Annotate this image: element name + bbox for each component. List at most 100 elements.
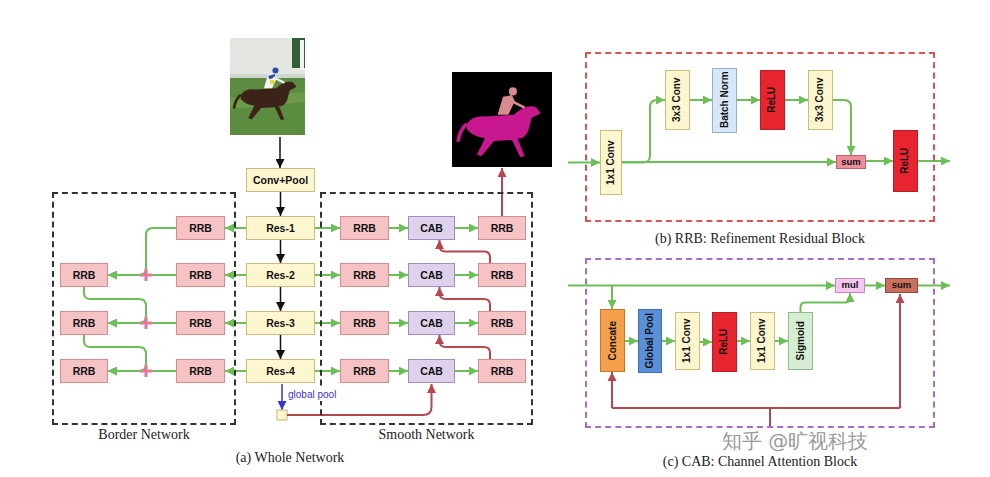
block-box: 3x3 Conv [808, 70, 833, 130]
block-box: RRB [176, 359, 225, 383]
connector [389, 370, 408, 372]
block-label: RRB [353, 365, 376, 377]
block-box: 1x1 Conv [600, 130, 622, 195]
block-box: CAB [408, 216, 455, 240]
block-box: Res-4 [246, 359, 315, 383]
block-box: CAB [408, 263, 455, 287]
block-box: RRB [176, 216, 225, 240]
connector [440, 240, 491, 263]
block-label: 1x1 Conv [605, 140, 617, 184]
cab-low-branch [611, 372, 613, 408]
block-box: RRB [478, 311, 526, 335]
block-label: Sigmoid [795, 321, 807, 360]
connector [389, 274, 408, 276]
block-box: RRB [340, 311, 389, 335]
block-label: ReLU [719, 329, 731, 355]
connector [455, 322, 478, 324]
connector [389, 322, 408, 324]
connector [700, 341, 712, 343]
block-label: mul [842, 280, 859, 291]
block-box: 1x1 Conv [675, 312, 700, 370]
block-box: Concate [600, 309, 625, 372]
operation-note: global pool [286, 389, 338, 401]
block-box: RRB [340, 263, 389, 287]
connector [455, 370, 478, 372]
block-box: ReLU [893, 130, 918, 192]
connector [108, 228, 176, 275]
cab-low-input [612, 408, 900, 428]
block-box: sum [885, 278, 918, 293]
panel-caption: (a) Whole Network [236, 450, 345, 466]
panel-heading: (b) RRB: Refinement Residual Block [527, 231, 990, 247]
dashed-panel: Border NetworkRRBRRBRRBRRBRRBRRBRRB [52, 192, 236, 425]
connector [315, 227, 340, 229]
block-label: Res-3 [266, 317, 295, 329]
connector [737, 99, 760, 101]
block-box: Batch Norm [712, 68, 737, 133]
block-label: CAB [420, 365, 443, 377]
block-box: mul [835, 278, 865, 293]
input-arrow [279, 137, 281, 168]
connector [455, 274, 478, 276]
dashed-panel: (c) CAB: Channel Attention BlockConcateG… [585, 258, 935, 428]
block-box: 3x3 Conv [665, 70, 690, 130]
panel-heading: Smooth Network [262, 427, 591, 443]
connector [865, 285, 885, 287]
block-label: CAB [420, 269, 443, 281]
connector [280, 287, 282, 311]
pool-to-cab [287, 384, 432, 415]
connector [622, 161, 836, 163]
connector [833, 100, 851, 155]
panel-heading: Border Network [0, 427, 294, 443]
block-label: Concate [607, 321, 619, 360]
block-label: Conv+Pool [253, 174, 308, 186]
block-label: RRB [353, 317, 376, 329]
block-label: sum [841, 157, 861, 168]
block-box: RRB [478, 359, 526, 383]
block-label: RRB [353, 269, 376, 281]
connector [455, 227, 478, 229]
block-label: RRB [73, 269, 96, 281]
connector [389, 227, 408, 229]
block-label: ReLU [767, 87, 779, 113]
block-box: RRB [478, 216, 526, 240]
connector [440, 287, 491, 311]
block-label: RRB [353, 222, 376, 234]
block-box: RRB [340, 216, 389, 240]
cab-input [568, 285, 835, 287]
connector [622, 100, 665, 163]
connector [737, 340, 750, 342]
block-label: 1x1 Conv [757, 319, 769, 363]
block-box: Sigmoid [788, 312, 813, 370]
connector [775, 340, 788, 342]
connector [801, 293, 851, 312]
block-label: Res-1 [266, 222, 295, 234]
block-label: 3x3 Conv [815, 78, 827, 122]
pooled-feature [277, 410, 287, 420]
block-label: RRB [189, 365, 212, 377]
block-box: ReLU [760, 70, 785, 130]
block-label: CAB [420, 222, 443, 234]
block-label: sum [892, 280, 912, 291]
block-box: Res-2 [246, 263, 315, 287]
dashed-panel: Smooth NetworkRRBRRBRRBRRBCABCABCABCABRR… [320, 192, 533, 425]
block-box: RRB [60, 311, 108, 335]
connector [315, 274, 340, 276]
connector [315, 370, 340, 372]
pool-arrow [281, 384, 283, 410]
block-box: Res-1 [246, 216, 315, 240]
block-box: ReLU [712, 312, 737, 372]
dashed-panel: (b) RRB: Refinement Residual Block1x1 Co… [585, 52, 935, 222]
block-box: CAB [408, 311, 455, 335]
watermark: 知乎 @旷视科技 [722, 430, 868, 452]
connector [280, 192, 282, 216]
block-box: CAB [408, 359, 455, 383]
block-label: RRB [491, 269, 514, 281]
connector [662, 340, 675, 342]
block-label: Res-2 [266, 269, 295, 281]
block-box: sum [836, 155, 866, 169]
block-label: Global Pool [644, 313, 656, 369]
block-box: RRB [340, 359, 389, 383]
block-label: ReLU [900, 148, 912, 174]
block-box: Global Pool [638, 309, 662, 373]
